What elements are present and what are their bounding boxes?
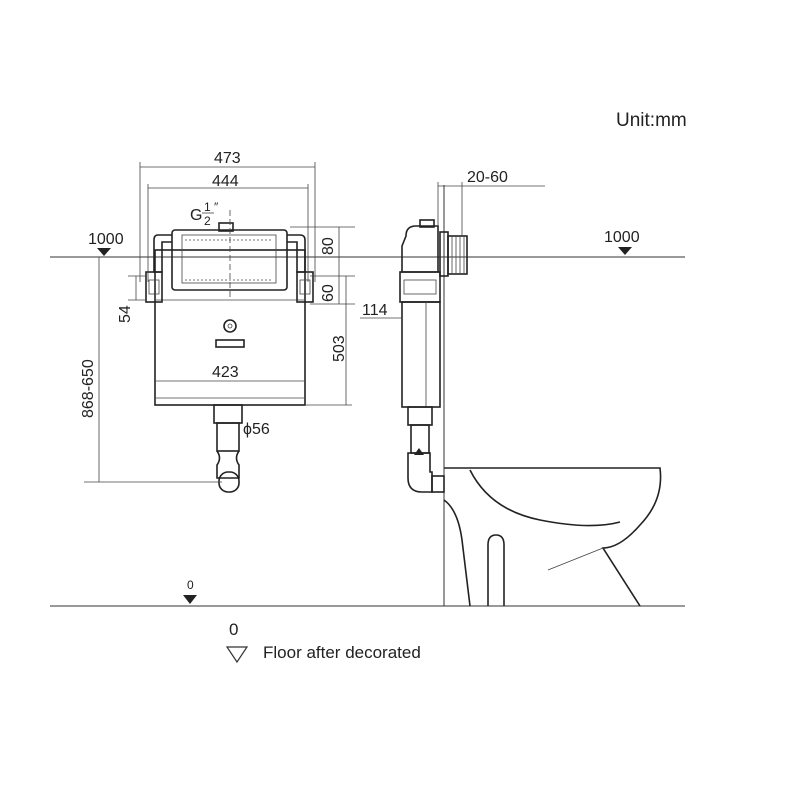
bowl-pedestal (443, 499, 471, 607)
floor-marker (183, 595, 197, 604)
legend-zero: 0 (229, 620, 239, 639)
water-inlet (218, 222, 234, 232)
front-view-cistern (145, 210, 314, 493)
unit-label: Unit:mm (616, 110, 687, 131)
level-left-marker (97, 248, 111, 256)
level-right-marker (618, 247, 632, 255)
flush-frame (171, 229, 288, 291)
inlet-numerator: 1 (204, 200, 211, 214)
legend-triangle-icon (225, 646, 249, 664)
inlet-suffix: ″ (214, 200, 219, 214)
front-valve-icon (223, 319, 237, 333)
side-top-housing (401, 225, 439, 273)
dim-54: 54 (117, 305, 134, 323)
inlet-denominator: 2 (204, 214, 211, 228)
brand-plate (215, 339, 245, 348)
toilet-bowl (443, 467, 662, 607)
legend-label: Floor after decorated (263, 643, 421, 662)
dim-80: 80 (320, 237, 337, 255)
side-outlet-pipe (407, 406, 433, 426)
dim-444: 444 (212, 173, 239, 190)
inlet-g: G (190, 207, 202, 224)
dim-60: 60 (320, 284, 337, 302)
dim-423: 423 (212, 364, 239, 381)
front-dimensions: 473 444 G 1 2 ″ 1000 80 60 503 423 54 (80, 150, 355, 483)
bowl-trap (487, 534, 505, 606)
bowl-inner (469, 469, 621, 527)
outlet-pipe (213, 404, 243, 424)
bracket-right (287, 234, 306, 273)
dim-473: 473 (214, 150, 241, 167)
side-view-cistern (399, 219, 468, 493)
side-tank-body (401, 301, 441, 408)
dim-503: 503 (331, 335, 348, 362)
level-right-label: 1000 (604, 229, 640, 246)
floor-zero-label: 0 (187, 578, 194, 592)
clamp-left (145, 271, 163, 303)
dim-868-650: 868-650 (80, 359, 97, 418)
side-dimensions: 20-60 114 1000 (360, 169, 640, 319)
dim-outlet-diameter: ϕ56 (243, 421, 270, 438)
bowl-outline (444, 467, 662, 607)
dim-20-60: 20-60 (467, 169, 508, 186)
level-left-label: 1000 (88, 231, 124, 248)
bracket-left (153, 234, 172, 273)
clamp-right (296, 271, 314, 303)
dim-114: 114 (362, 302, 388, 319)
side-arrow-marker (414, 448, 424, 455)
